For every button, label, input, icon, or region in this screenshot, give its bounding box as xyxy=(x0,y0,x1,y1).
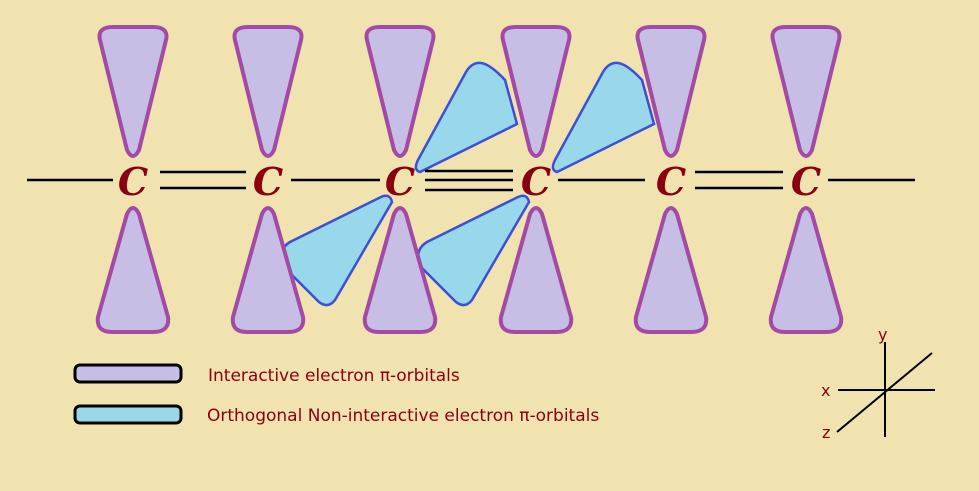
z-axis-label: z xyxy=(822,423,830,442)
carbon-atom: C xyxy=(118,159,148,204)
legend-swatch-orthogonal xyxy=(73,404,183,425)
carbon-atom: C xyxy=(521,159,551,204)
orthogonal-orbitals xyxy=(279,61,656,307)
orthogonal-orbital-upper xyxy=(551,61,656,174)
legend-label-interactive: Interactive electron π-orbitals xyxy=(208,366,460,386)
axes-indicator: y x z xyxy=(821,325,935,442)
interactive-orbital-lower xyxy=(362,206,438,334)
legend: Interactive electron π-orbitals Orthogon… xyxy=(73,363,599,426)
interactive-orbital-upper xyxy=(97,25,169,158)
legend-swatch-interactive xyxy=(73,363,183,384)
carbon-atom: C xyxy=(791,159,821,204)
y-axis-label: y xyxy=(878,325,887,344)
interactive-orbital-upper xyxy=(232,25,304,158)
orthogonal-orbital-upper xyxy=(414,61,519,174)
carbon-atom: C xyxy=(385,159,415,204)
interactive-orbital-lower xyxy=(498,206,574,334)
interactive-orbital-upper xyxy=(364,25,436,158)
interactive-orbital-upper xyxy=(635,25,707,158)
interactive-orbital-upper xyxy=(500,25,572,158)
interactive-orbital-lower xyxy=(95,206,171,334)
carbon-atom: C xyxy=(656,159,686,204)
z-axis-line xyxy=(836,352,933,433)
interactive-orbital-lower xyxy=(768,206,844,334)
bonds xyxy=(27,169,915,192)
interactive-orbitals xyxy=(95,25,844,334)
interactive-orbital-upper xyxy=(770,25,842,158)
carbon-atom: C xyxy=(253,159,283,204)
legend-label-orthogonal: Orthogonal Non-interactive electron π-or… xyxy=(207,406,599,426)
double-bond xyxy=(160,170,246,190)
double-bond xyxy=(695,170,783,190)
interactive-orbital-lower xyxy=(633,206,709,334)
triple-bond xyxy=(425,169,513,192)
interactive-orbital-lower xyxy=(230,206,306,334)
x-axis-label: x xyxy=(821,381,830,400)
